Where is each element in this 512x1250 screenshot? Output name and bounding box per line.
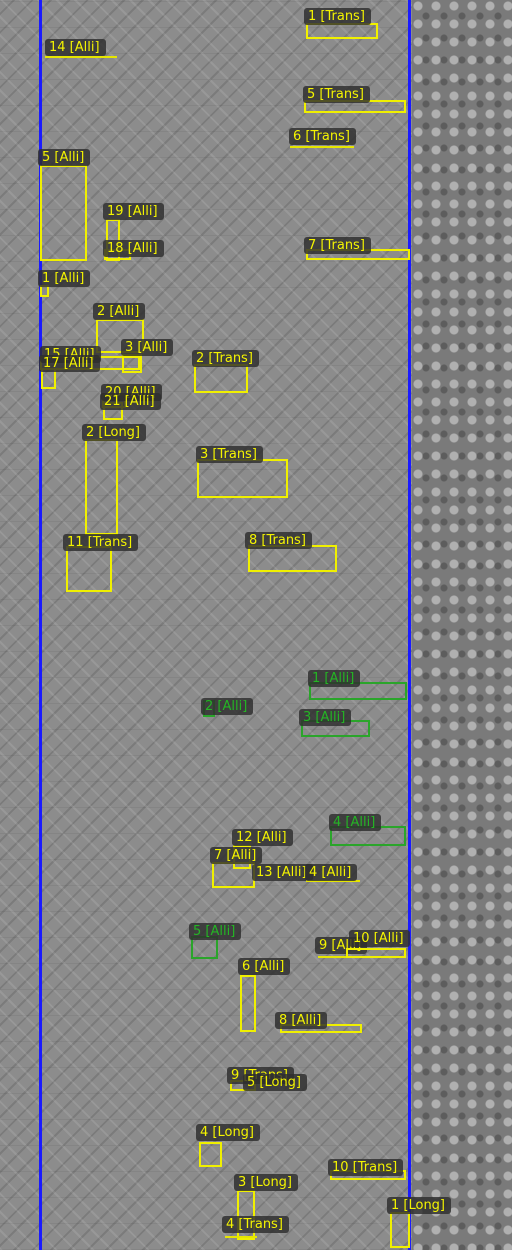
detection-label: 3 [Alli] bbox=[299, 709, 352, 726]
lane-boundary-left bbox=[39, 0, 42, 1250]
detection-label: 1 [Trans] bbox=[304, 8, 371, 25]
detection-label: 18 [Alli] bbox=[103, 240, 164, 257]
detection-label: 5 [Trans] bbox=[303, 86, 370, 103]
detection-label: 14 [Alli] bbox=[45, 39, 106, 56]
detection-label: 3 [Trans] bbox=[196, 446, 263, 463]
detection-box[interactable] bbox=[199, 1142, 222, 1167]
detection-box[interactable] bbox=[390, 1212, 410, 1248]
detection-label: 2 [Alli] bbox=[93, 303, 146, 320]
detection-box[interactable] bbox=[40, 165, 87, 261]
detection-box[interactable] bbox=[85, 439, 118, 535]
detection-label: 4 [Alli] bbox=[305, 864, 358, 881]
detection-label: 4 [Alli] bbox=[329, 814, 382, 831]
detection-label: 10 [Alli] bbox=[349, 930, 410, 947]
detection-label: 17 [Alli] bbox=[39, 355, 100, 372]
detection-box[interactable] bbox=[212, 862, 255, 888]
detection-box[interactable] bbox=[122, 354, 142, 373]
detection-label: 8 [Trans] bbox=[245, 532, 312, 549]
crack-trace bbox=[45, 46, 117, 58]
crack-trace bbox=[290, 136, 354, 148]
detection-label: 5 [Long] bbox=[243, 1074, 308, 1091]
detection-box[interactable] bbox=[66, 546, 112, 592]
detection-label: 6 [Trans] bbox=[289, 128, 356, 145]
lane-boundary-right bbox=[408, 0, 411, 1250]
detection-box[interactable] bbox=[248, 545, 337, 572]
detection-label: 2 [Trans] bbox=[192, 350, 259, 367]
detection-box[interactable] bbox=[306, 23, 378, 39]
detection-label: 7 [Trans] bbox=[304, 237, 371, 254]
cobblestone-curb bbox=[412, 0, 512, 1250]
detection-label: 7 [Alli] bbox=[210, 847, 263, 864]
detection-label: 1 [Long] bbox=[387, 1197, 452, 1214]
detection-box[interactable] bbox=[194, 364, 248, 393]
detection-label: 3 [Alli] bbox=[121, 339, 174, 356]
detection-box[interactable] bbox=[96, 319, 144, 353]
detection-label: 5 [Alli] bbox=[38, 149, 91, 166]
detection-label: 8 [Alli] bbox=[275, 1012, 328, 1029]
detection-label: 1 [Alli] bbox=[308, 670, 361, 687]
detection-box[interactable] bbox=[240, 975, 256, 1032]
detection-label: 13 [Alli] bbox=[252, 864, 313, 881]
detection-label: 6 [Alli] bbox=[238, 958, 291, 975]
detection-label: 12 [Alli] bbox=[232, 829, 293, 846]
detection-label: 11 [Trans] bbox=[63, 534, 139, 551]
crack-trace bbox=[318, 946, 356, 958]
detection-label: 4 [Long] bbox=[196, 1124, 261, 1141]
detection-box[interactable] bbox=[237, 1190, 255, 1240]
crack-trace bbox=[306, 870, 360, 882]
crack-trace bbox=[225, 1224, 257, 1238]
detection-label: 1 [Alli] bbox=[38, 270, 91, 287]
detection-label: 2 [Alli] bbox=[201, 698, 254, 715]
detection-label: 10 [Trans] bbox=[328, 1159, 404, 1176]
detection-label: 5 [Alli] bbox=[189, 923, 242, 940]
detection-label: 3 [Long] bbox=[234, 1174, 299, 1191]
detection-label: 2 [Long] bbox=[82, 424, 147, 441]
detection-box[interactable] bbox=[346, 948, 406, 958]
detection-label: 19 [Alli] bbox=[103, 203, 164, 220]
detection-label: 21 [Alli] bbox=[100, 393, 161, 410]
detection-box[interactable] bbox=[197, 459, 288, 498]
detection-label: 4 [Trans] bbox=[222, 1216, 289, 1233]
